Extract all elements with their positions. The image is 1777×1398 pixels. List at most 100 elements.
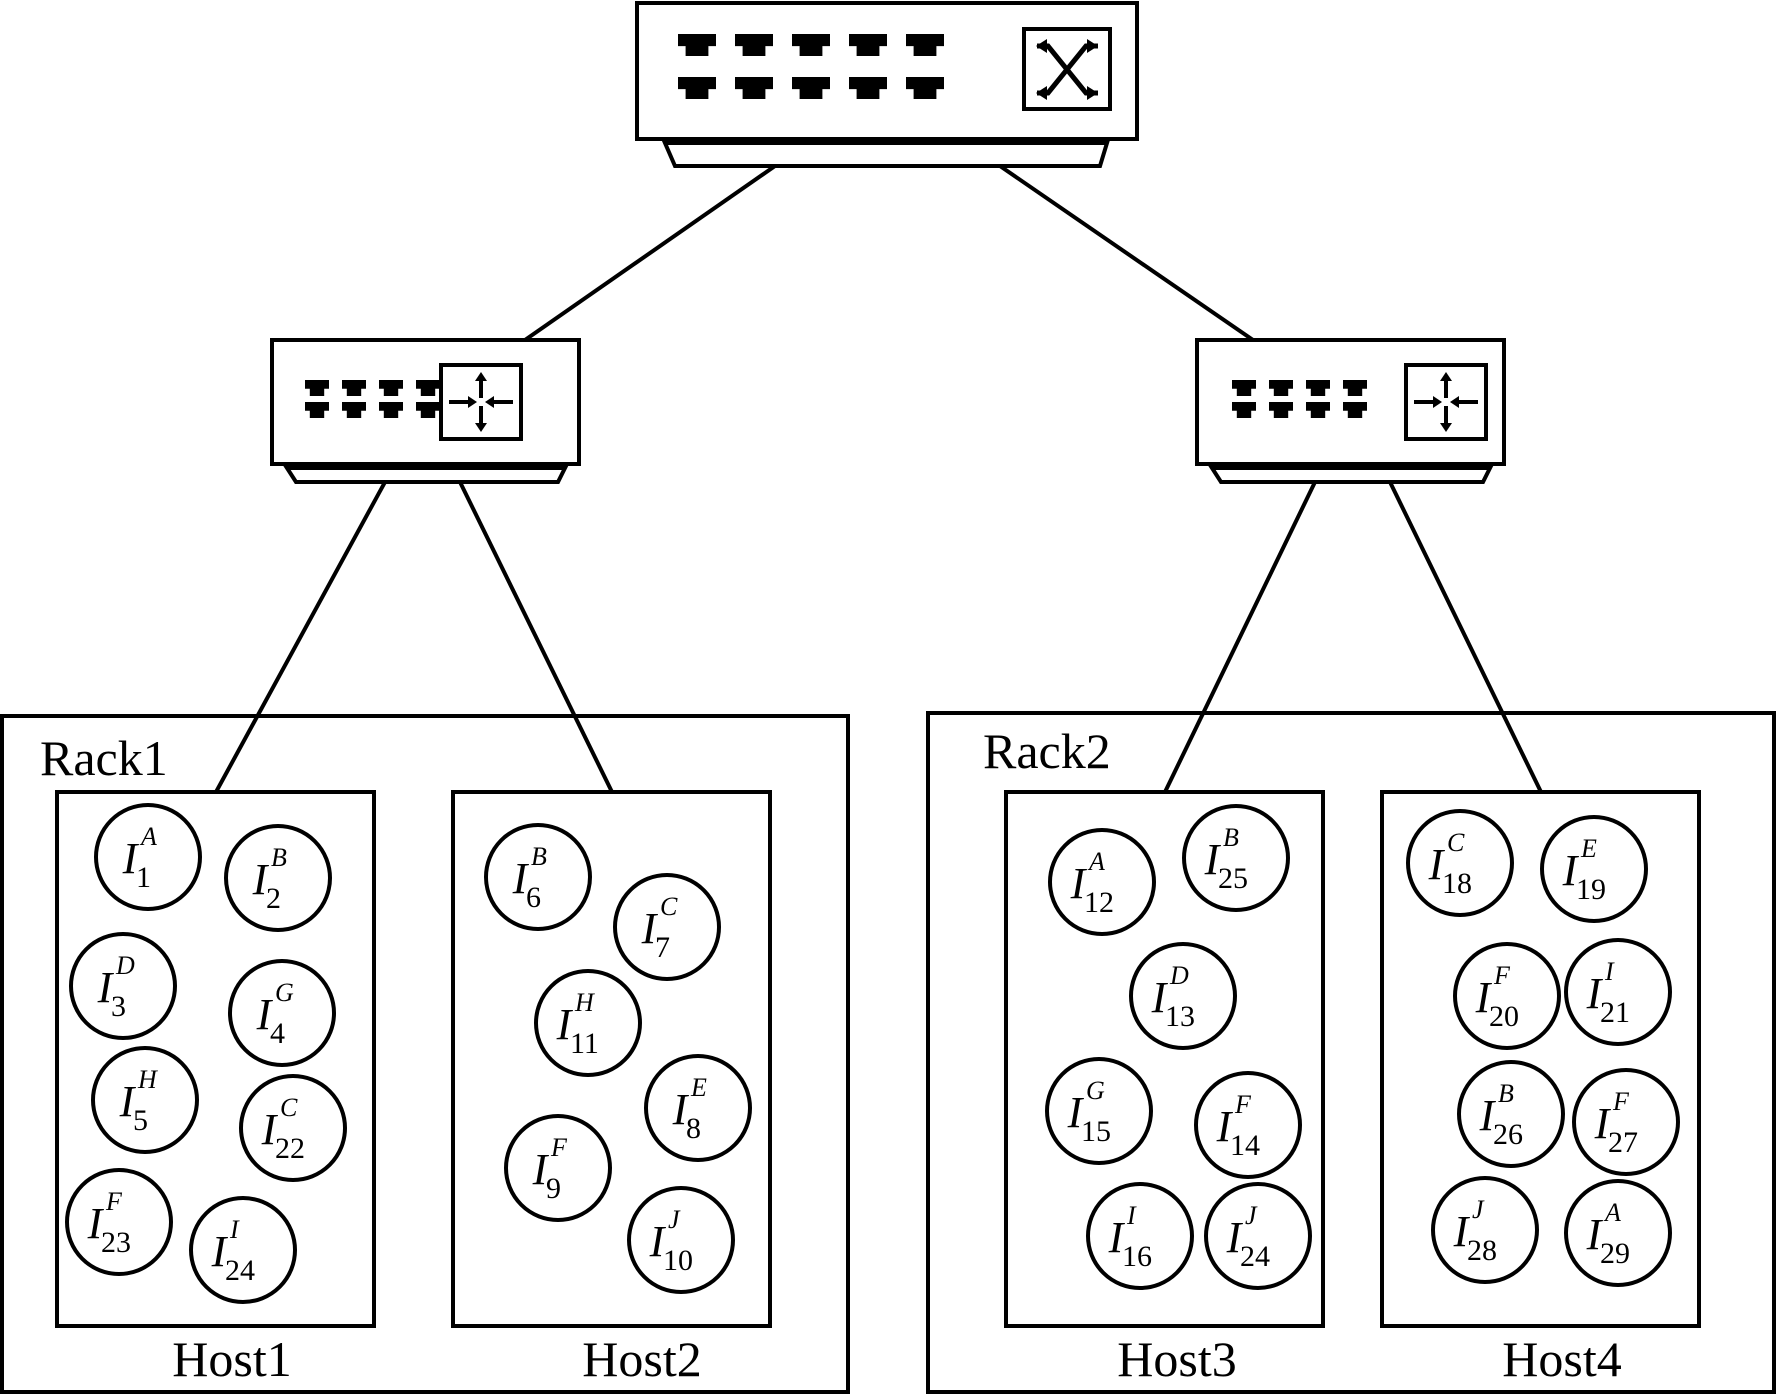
instance-index: 5 — [133, 1104, 148, 1137]
ethernet-port-icon — [792, 34, 830, 56]
instance-type: A — [1603, 1198, 1621, 1227]
instance-node: I6 B — [484, 823, 592, 931]
instance-index: 14 — [1230, 1129, 1260, 1162]
instance-index: 18 — [1442, 867, 1472, 900]
instance-node: I5 H — [91, 1046, 199, 1154]
instance-letter: I — [261, 1105, 279, 1154]
instance-index: 7 — [655, 931, 670, 964]
instance-node: I2 B — [224, 824, 332, 932]
ethernet-port-icon — [1231, 380, 1256, 396]
instance-type: J — [1245, 1201, 1258, 1230]
ethernet-port-icon — [1342, 402, 1367, 418]
instance-type: A — [139, 822, 157, 851]
host-label: Host2 — [582, 1331, 701, 1387]
instance-type: I — [229, 1215, 240, 1244]
instance-index: 25 — [1218, 862, 1248, 895]
instance-letter: I — [1453, 1207, 1471, 1256]
instance-index: 19 — [1576, 873, 1606, 906]
instance-letter: I — [532, 1145, 550, 1194]
link-switch-left-to-host1 — [214, 481, 387, 793]
ethernet-port-icon — [379, 402, 403, 418]
link-core-to-switch-left — [523, 164, 777, 342]
instance-node: I1A — [94, 803, 202, 911]
host-label: Host3 — [1117, 1331, 1236, 1387]
instance-letter: I — [119, 1077, 137, 1126]
ethernet-port-icon — [1231, 402, 1256, 418]
instance-index: 10 — [663, 1244, 693, 1277]
host-label: Host1 — [172, 1331, 291, 1387]
instance-node: I7 C — [613, 873, 721, 981]
instance-type: C — [1447, 828, 1465, 857]
instance-index: 13 — [1165, 1000, 1195, 1033]
instance-type: E — [690, 1073, 707, 1102]
core-switch-ports — [678, 34, 944, 99]
instance-type: I — [1126, 1201, 1137, 1230]
instance-index: 24 — [225, 1254, 255, 1287]
instance-letter: I — [1428, 840, 1446, 889]
instance-node: I18 C — [1406, 809, 1514, 917]
instance-node: I19 E — [1540, 815, 1648, 923]
instance-letter: I — [641, 904, 659, 953]
instance-index: 22 — [275, 1132, 305, 1165]
instance-letter: I — [211, 1227, 229, 1276]
ethernet-port-icon — [305, 402, 329, 418]
instance-letter: I — [1562, 846, 1580, 895]
instance-node: I3D — [69, 932, 177, 1040]
link-switch-right-to-host3 — [1163, 481, 1317, 793]
core-switch — [635, 1, 1139, 168]
instance-letter: I — [512, 854, 530, 903]
router-switch-icon — [439, 363, 523, 441]
instance-index: 26 — [1493, 1118, 1523, 1151]
instance-letter: I — [256, 990, 274, 1039]
rack2-switch-ports — [1231, 380, 1367, 418]
ethernet-port-icon — [678, 77, 716, 99]
instance-index: 8 — [686, 1112, 701, 1145]
instance-type: B — [271, 843, 287, 872]
instance-letter: I — [556, 1000, 574, 1049]
instance-index: 2 — [266, 882, 281, 915]
rack1-switch-ports — [305, 380, 440, 418]
instance-letter: I — [1586, 1210, 1604, 1259]
instance-type: B — [531, 842, 547, 871]
link-switch-right-to-host4 — [1388, 481, 1543, 793]
ethernet-port-icon — [1305, 380, 1330, 396]
rack-1: Rack1 — [0, 714, 850, 1394]
instance-letter: I — [649, 1217, 667, 1266]
instance-letter: I — [87, 1199, 105, 1248]
ethernet-port-icon — [849, 34, 887, 56]
instance-letter: I — [1594, 1099, 1612, 1148]
rack1-switch — [270, 338, 581, 484]
instance-index: 1 — [136, 861, 151, 894]
instance-type: G — [1086, 1076, 1105, 1105]
instance-type: C — [280, 1093, 298, 1122]
rack-label: Rack2 — [983, 723, 1111, 779]
instance-type: D — [115, 951, 135, 980]
instance-type: C — [660, 892, 678, 921]
instance-letter: I — [1226, 1213, 1244, 1262]
ethernet-port-icon — [792, 77, 830, 99]
instance-index: 12 — [1084, 886, 1114, 919]
instance-node: I22 C — [239, 1074, 347, 1182]
instance-index: 6 — [526, 881, 541, 914]
instance-type: J — [1472, 1195, 1485, 1224]
ethernet-port-icon — [735, 77, 773, 99]
instance-type: E — [1580, 834, 1597, 863]
instance-type: D — [1169, 961, 1189, 990]
instance-letter: I — [252, 855, 270, 904]
instance-index: 27 — [1608, 1126, 1638, 1159]
instance-type: H — [137, 1065, 158, 1094]
instance-type: I — [1604, 957, 1615, 986]
instance-letter: I — [1475, 973, 1493, 1022]
instance-index: 29 — [1600, 1237, 1630, 1270]
